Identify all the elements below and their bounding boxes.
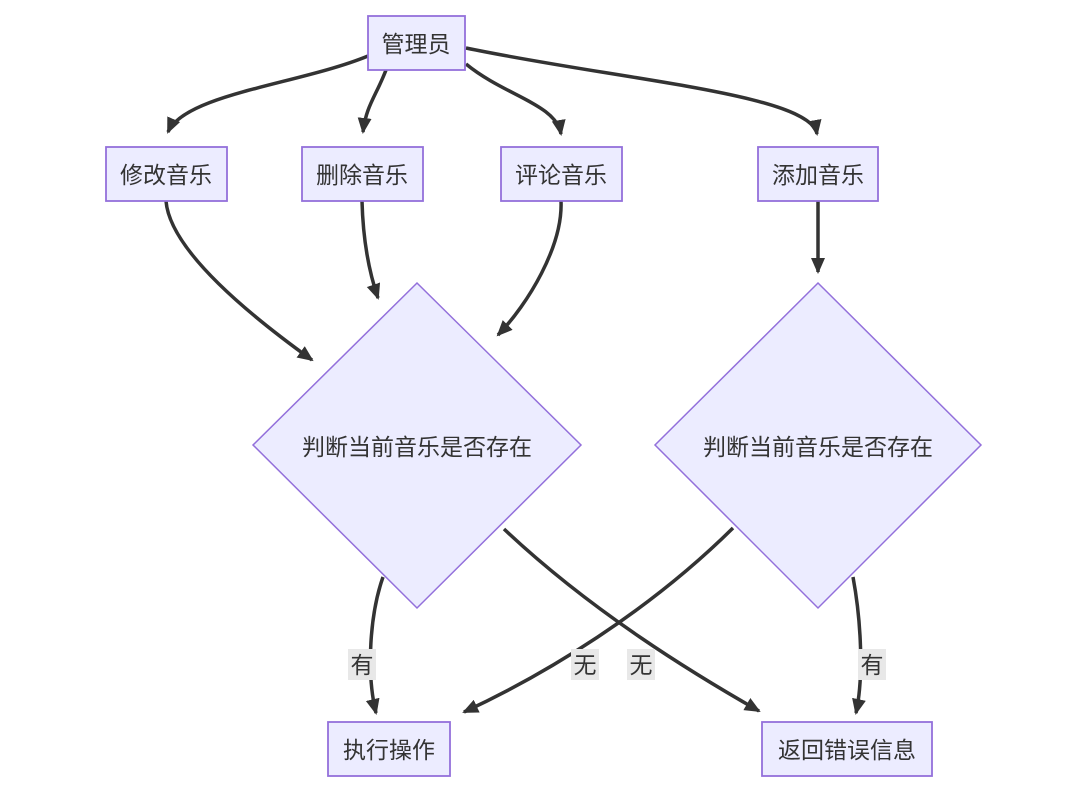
svg-text:管理员: 管理员 <box>382 31 451 57</box>
edge-decision-right-yes-to-error <box>851 576 866 715</box>
node-execute-operation: 执行操作 <box>327 721 451 777</box>
svg-text:判断当前音乐是否存在: 判断当前音乐是否存在 <box>703 434 933 460</box>
decision-music-exists-left: 判断当前音乐是否存在 <box>251 281 583 610</box>
edge-decision-right-no-to-execute <box>462 526 735 714</box>
svg-text:执行操作: 执行操作 <box>343 737 435 763</box>
edge-label-no-right: 无 <box>627 649 655 680</box>
node-return-error: 返回错误信息 <box>761 721 933 777</box>
node-add-music: 添加音乐 <box>757 146 879 202</box>
node-comment-music: 评论音乐 <box>500 146 623 202</box>
edge-admin-to-delete-music <box>357 69 388 134</box>
node-admin: 管理员 <box>367 15 466 71</box>
edge-decision-left-yes-to-execute <box>365 576 385 715</box>
svg-text:添加音乐: 添加音乐 <box>772 162 864 188</box>
edges <box>164 46 866 715</box>
svg-text:删除音乐: 删除音乐 <box>316 162 408 188</box>
edge-admin-to-modify-music <box>166 54 369 134</box>
edge-comment-music-to-decision-left <box>496 200 563 337</box>
edge-delete-music-to-decision-left <box>360 200 381 300</box>
svg-text:判断当前音乐是否存在: 判断当前音乐是否存在 <box>302 434 532 460</box>
edge-admin-to-add-music <box>465 46 822 136</box>
svg-text:无: 无 <box>630 652 653 678</box>
svg-text:返回错误信息: 返回错误信息 <box>778 737 916 763</box>
svg-text:评论音乐: 评论音乐 <box>515 162 607 188</box>
node-delete-music: 删除音乐 <box>301 146 424 202</box>
edge-label-no-left: 无 <box>571 649 599 680</box>
nodes: 管理员 修改音乐 删除音乐 评论音乐 添加音乐 判断当前音乐是否存在 <box>105 15 983 777</box>
edge-modify-music-to-decision-left <box>164 200 314 362</box>
svg-text:修改音乐: 修改音乐 <box>120 162 212 188</box>
svg-text:无: 无 <box>574 652 597 678</box>
svg-text:有: 有 <box>861 652 884 678</box>
decision-music-exists-right: 判断当前音乐是否存在 <box>653 281 983 610</box>
edge-labels: 有 无 无 有 <box>348 649 886 680</box>
edge-label-yes-right: 有 <box>858 649 886 680</box>
edge-decision-left-no-to-error <box>502 527 761 713</box>
svg-text:有: 有 <box>351 652 374 678</box>
edge-admin-to-comment-music <box>464 62 566 136</box>
edge-label-yes-left: 有 <box>348 649 376 680</box>
node-modify-music: 修改音乐 <box>105 146 228 202</box>
